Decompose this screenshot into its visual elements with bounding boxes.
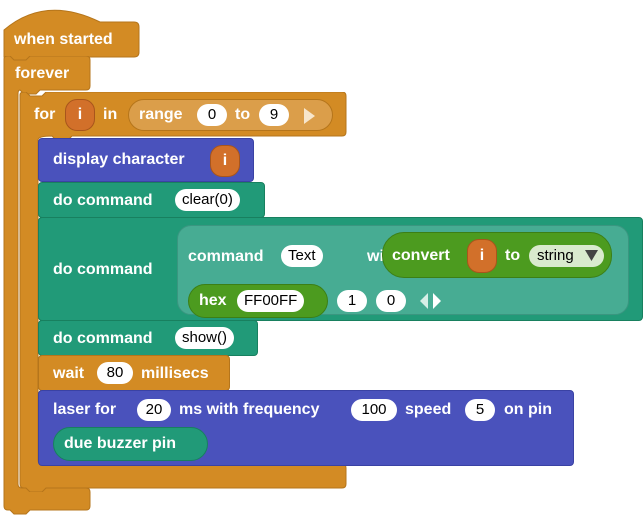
hat-shape (3, 9, 140, 60)
do-command-text-block[interactable]: do command command Text with convert i t… (38, 217, 643, 321)
type-dropdown-value: string (537, 247, 574, 264)
display-variable-i[interactable]: i (210, 145, 240, 177)
range-block[interactable]: range 0 to 9 (128, 99, 333, 131)
do-command-label: do command (53, 330, 153, 347)
on-pin-label: on pin (504, 401, 552, 418)
laser-for-label: laser for (53, 401, 117, 418)
when-started-label: when started (14, 31, 113, 48)
do-command-label: do command (53, 261, 153, 278)
wait-block[interactable]: wait 80 millisecs (38, 355, 230, 391)
speed-input[interactable]: 5 (465, 399, 495, 421)
range-to-input[interactable]: 9 (259, 104, 289, 126)
speed-label: speed (405, 401, 452, 418)
dropdown-arrow-icon (585, 250, 598, 261)
forever-label: forever (15, 65, 70, 82)
for-variable-i[interactable]: i (65, 99, 95, 131)
display-character-block[interactable]: display character i (38, 138, 254, 182)
do-command-label: do command (53, 192, 153, 209)
range-from-input[interactable]: 0 (197, 104, 227, 126)
expand-arrow-icon[interactable] (301, 106, 317, 126)
in-label: in (103, 106, 118, 123)
type-dropdown[interactable]: string (529, 245, 604, 267)
pin-label: due buzzer pin (64, 435, 176, 452)
command-label: command (188, 248, 264, 265)
hex-color-block[interactable]: hex FF00FF (188, 284, 328, 318)
laser-duration-input[interactable]: 20 (137, 399, 171, 421)
add-remove-args-icon[interactable] (418, 292, 448, 310)
range-label: range (139, 106, 183, 123)
ms-with-frequency-label: ms with frequency (179, 401, 320, 418)
hex-value-input[interactable]: FF00FF (237, 290, 305, 312)
arg1-input[interactable]: 1 (337, 290, 367, 312)
to-label: to (505, 247, 521, 264)
wait-label: wait (53, 365, 85, 382)
command-name-input[interactable]: Text (281, 245, 323, 267)
for-label: for (34, 106, 56, 123)
millisecs-label: millisecs (141, 365, 209, 382)
convert-variable-i[interactable]: i (467, 239, 497, 273)
frequency-input[interactable]: 100 (351, 399, 397, 421)
to-label: to (235, 106, 251, 123)
wait-duration-input[interactable]: 80 (97, 362, 133, 384)
arg2-input[interactable]: 0 (376, 290, 406, 312)
show-command-input[interactable]: show() (175, 327, 235, 349)
convert-label: convert (392, 247, 450, 264)
display-character-label: display character (53, 151, 185, 168)
forever-shape (3, 56, 91, 515)
laser-block[interactable]: laser for 20 ms with frequency 100 speed… (38, 390, 574, 466)
do-command-show-block[interactable]: do command show() (38, 320, 258, 356)
convert-block[interactable]: convert i to string (382, 232, 612, 278)
command-text-block[interactable]: command Text with convert i to string he… (177, 225, 629, 318)
pin-block[interactable]: due buzzer pin (53, 427, 208, 461)
do-command-clear-block[interactable]: do command clear(0) (38, 182, 265, 218)
clear-command-input[interactable]: clear(0) (175, 189, 240, 211)
hex-label: hex (199, 292, 227, 309)
